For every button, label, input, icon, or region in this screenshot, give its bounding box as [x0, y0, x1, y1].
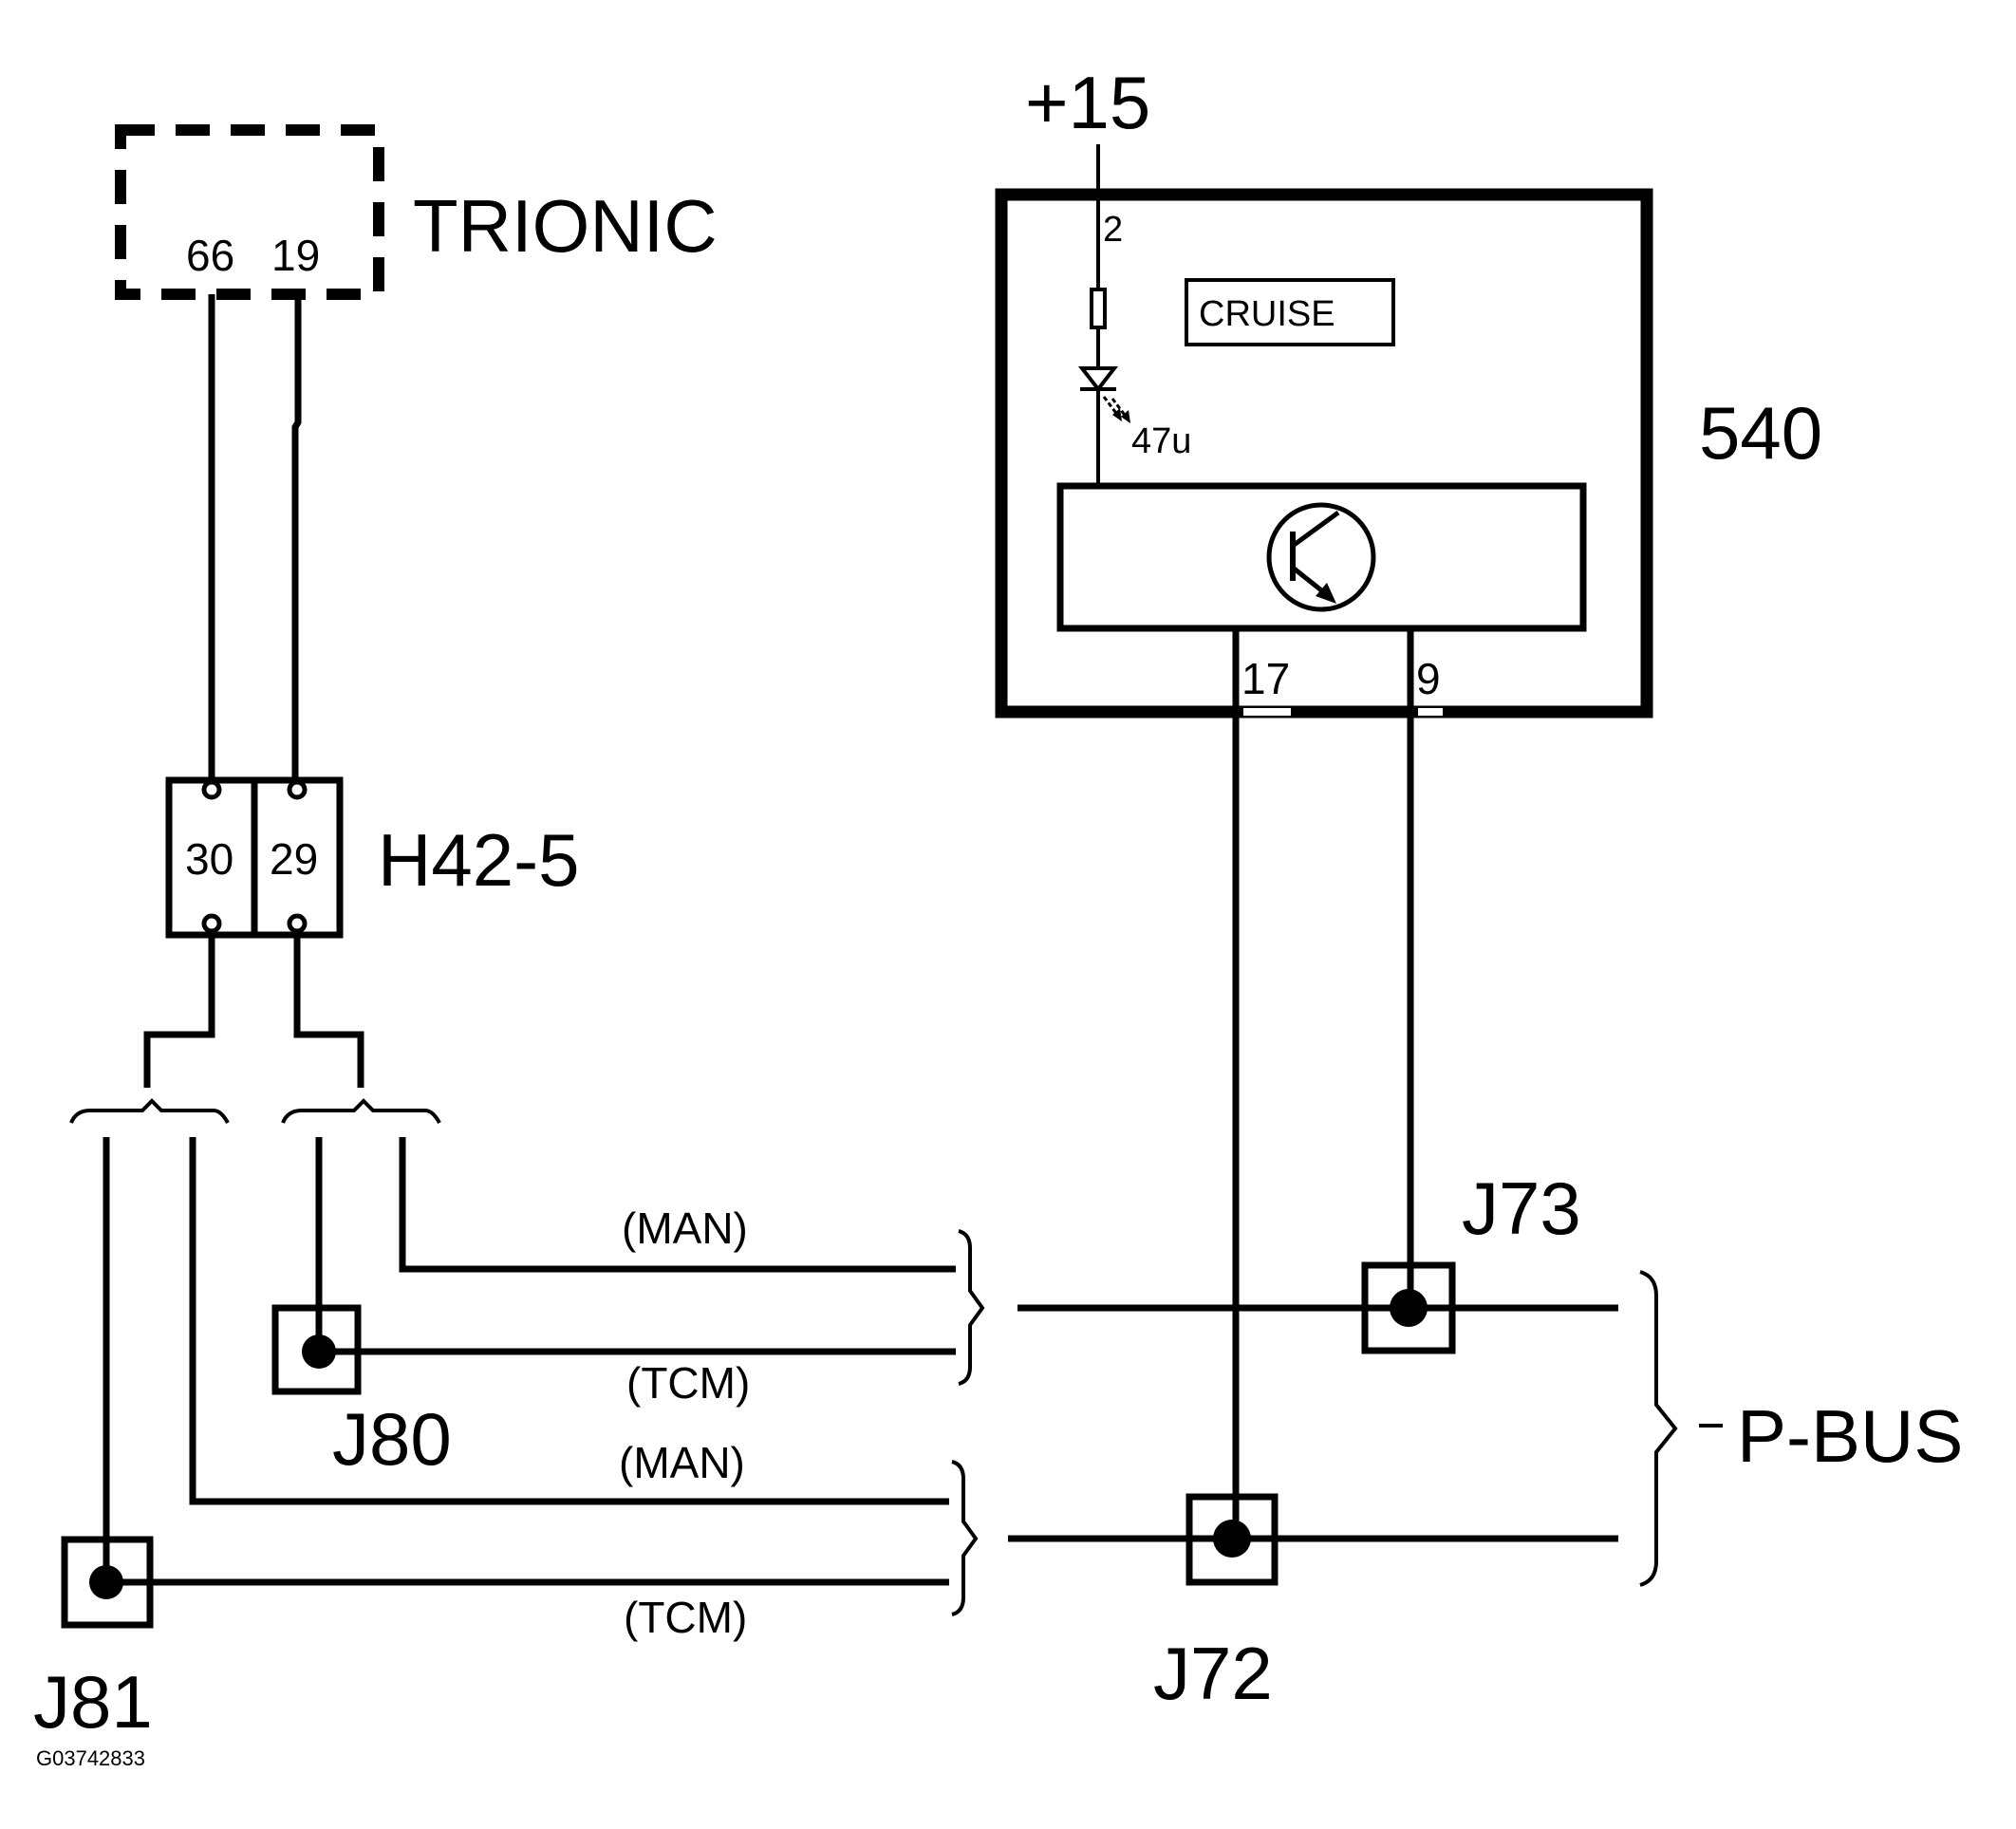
lamp-rating: 47u — [1131, 421, 1191, 461]
wire-label-upper-man: (MAN) — [622, 1204, 748, 1253]
brace-left — [69, 1098, 230, 1124]
ecu-pin-19: 19 — [271, 231, 320, 280]
module-pin-17: 17 — [1241, 654, 1290, 703]
junction-j72-label: J72 — [1153, 1632, 1273, 1715]
connector-pin-29-top — [287, 779, 308, 800]
brace-mid-lower — [951, 1460, 979, 1616]
junction-j81-dot — [89, 1565, 123, 1599]
split-right — [293, 935, 364, 1088]
cruise-label: CRUISE — [1199, 294, 1335, 334]
junction-j73-label: J73 — [1462, 1166, 1581, 1250]
transistor-icon — [1266, 502, 1376, 612]
driver-block — [1056, 482, 1587, 632]
connector-label: H42-5 — [378, 818, 579, 902]
trionic-label: TRIONIC — [413, 184, 718, 268]
pbus-label: P-BUS — [1737, 1394, 1963, 1478]
wire-upper-man — [399, 1137, 956, 1273]
supply-label: +15 — [1025, 61, 1150, 144]
resistor-symbol — [1090, 288, 1107, 329]
ecu-pin-66: 66 — [186, 231, 234, 280]
module-540-label: 540 — [1699, 391, 1822, 475]
connector-pin-30-top — [201, 779, 222, 800]
cruise-indicator — [1185, 278, 1395, 346]
trionic-ecu-box — [115, 124, 384, 300]
junction-j80-dot — [302, 1334, 336, 1369]
junction-j72-dot — [1213, 1520, 1251, 1558]
led-ray-arrow-2 — [1121, 410, 1130, 423]
connector-pin-29-bottom — [287, 913, 308, 934]
wire-label-upper-tcm: (TCM) — [626, 1358, 750, 1408]
wire-label-lower-man: (MAN) — [619, 1438, 745, 1487]
junction-j80 — [271, 1304, 362, 1395]
connector-pin-30: 30 — [185, 834, 233, 884]
wire-lower-man — [189, 1137, 949, 1505]
transistor-collector — [1291, 510, 1340, 549]
led-icon — [1077, 366, 1119, 393]
wire-ecu-19 — [291, 294, 302, 780]
split-left — [143, 935, 215, 1088]
brace-mid-upper — [958, 1229, 985, 1386]
brace-right — [281, 1098, 441, 1124]
wire-label-lower-tcm: (TCM) — [624, 1593, 747, 1642]
junction-j81-label: J81 — [33, 1660, 153, 1744]
led-ray-arrow-1 — [1112, 408, 1122, 421]
module-pin-2: 2 — [1103, 210, 1123, 250]
figure-id: G03742833 — [36, 1746, 145, 1770]
module-540 — [995, 188, 1653, 719]
connector-pin-30-bottom — [201, 913, 222, 934]
junction-j72 — [1185, 1493, 1279, 1586]
transistor-arrow — [1316, 583, 1336, 604]
junction-j81 — [61, 1536, 154, 1629]
brace-pbus — [1639, 1270, 1678, 1587]
connector-pin-29: 29 — [270, 834, 318, 884]
transistor-emitter — [1291, 566, 1327, 595]
module-pin-9: 9 — [1416, 654, 1441, 703]
junction-j80-label: J80 — [332, 1397, 452, 1481]
